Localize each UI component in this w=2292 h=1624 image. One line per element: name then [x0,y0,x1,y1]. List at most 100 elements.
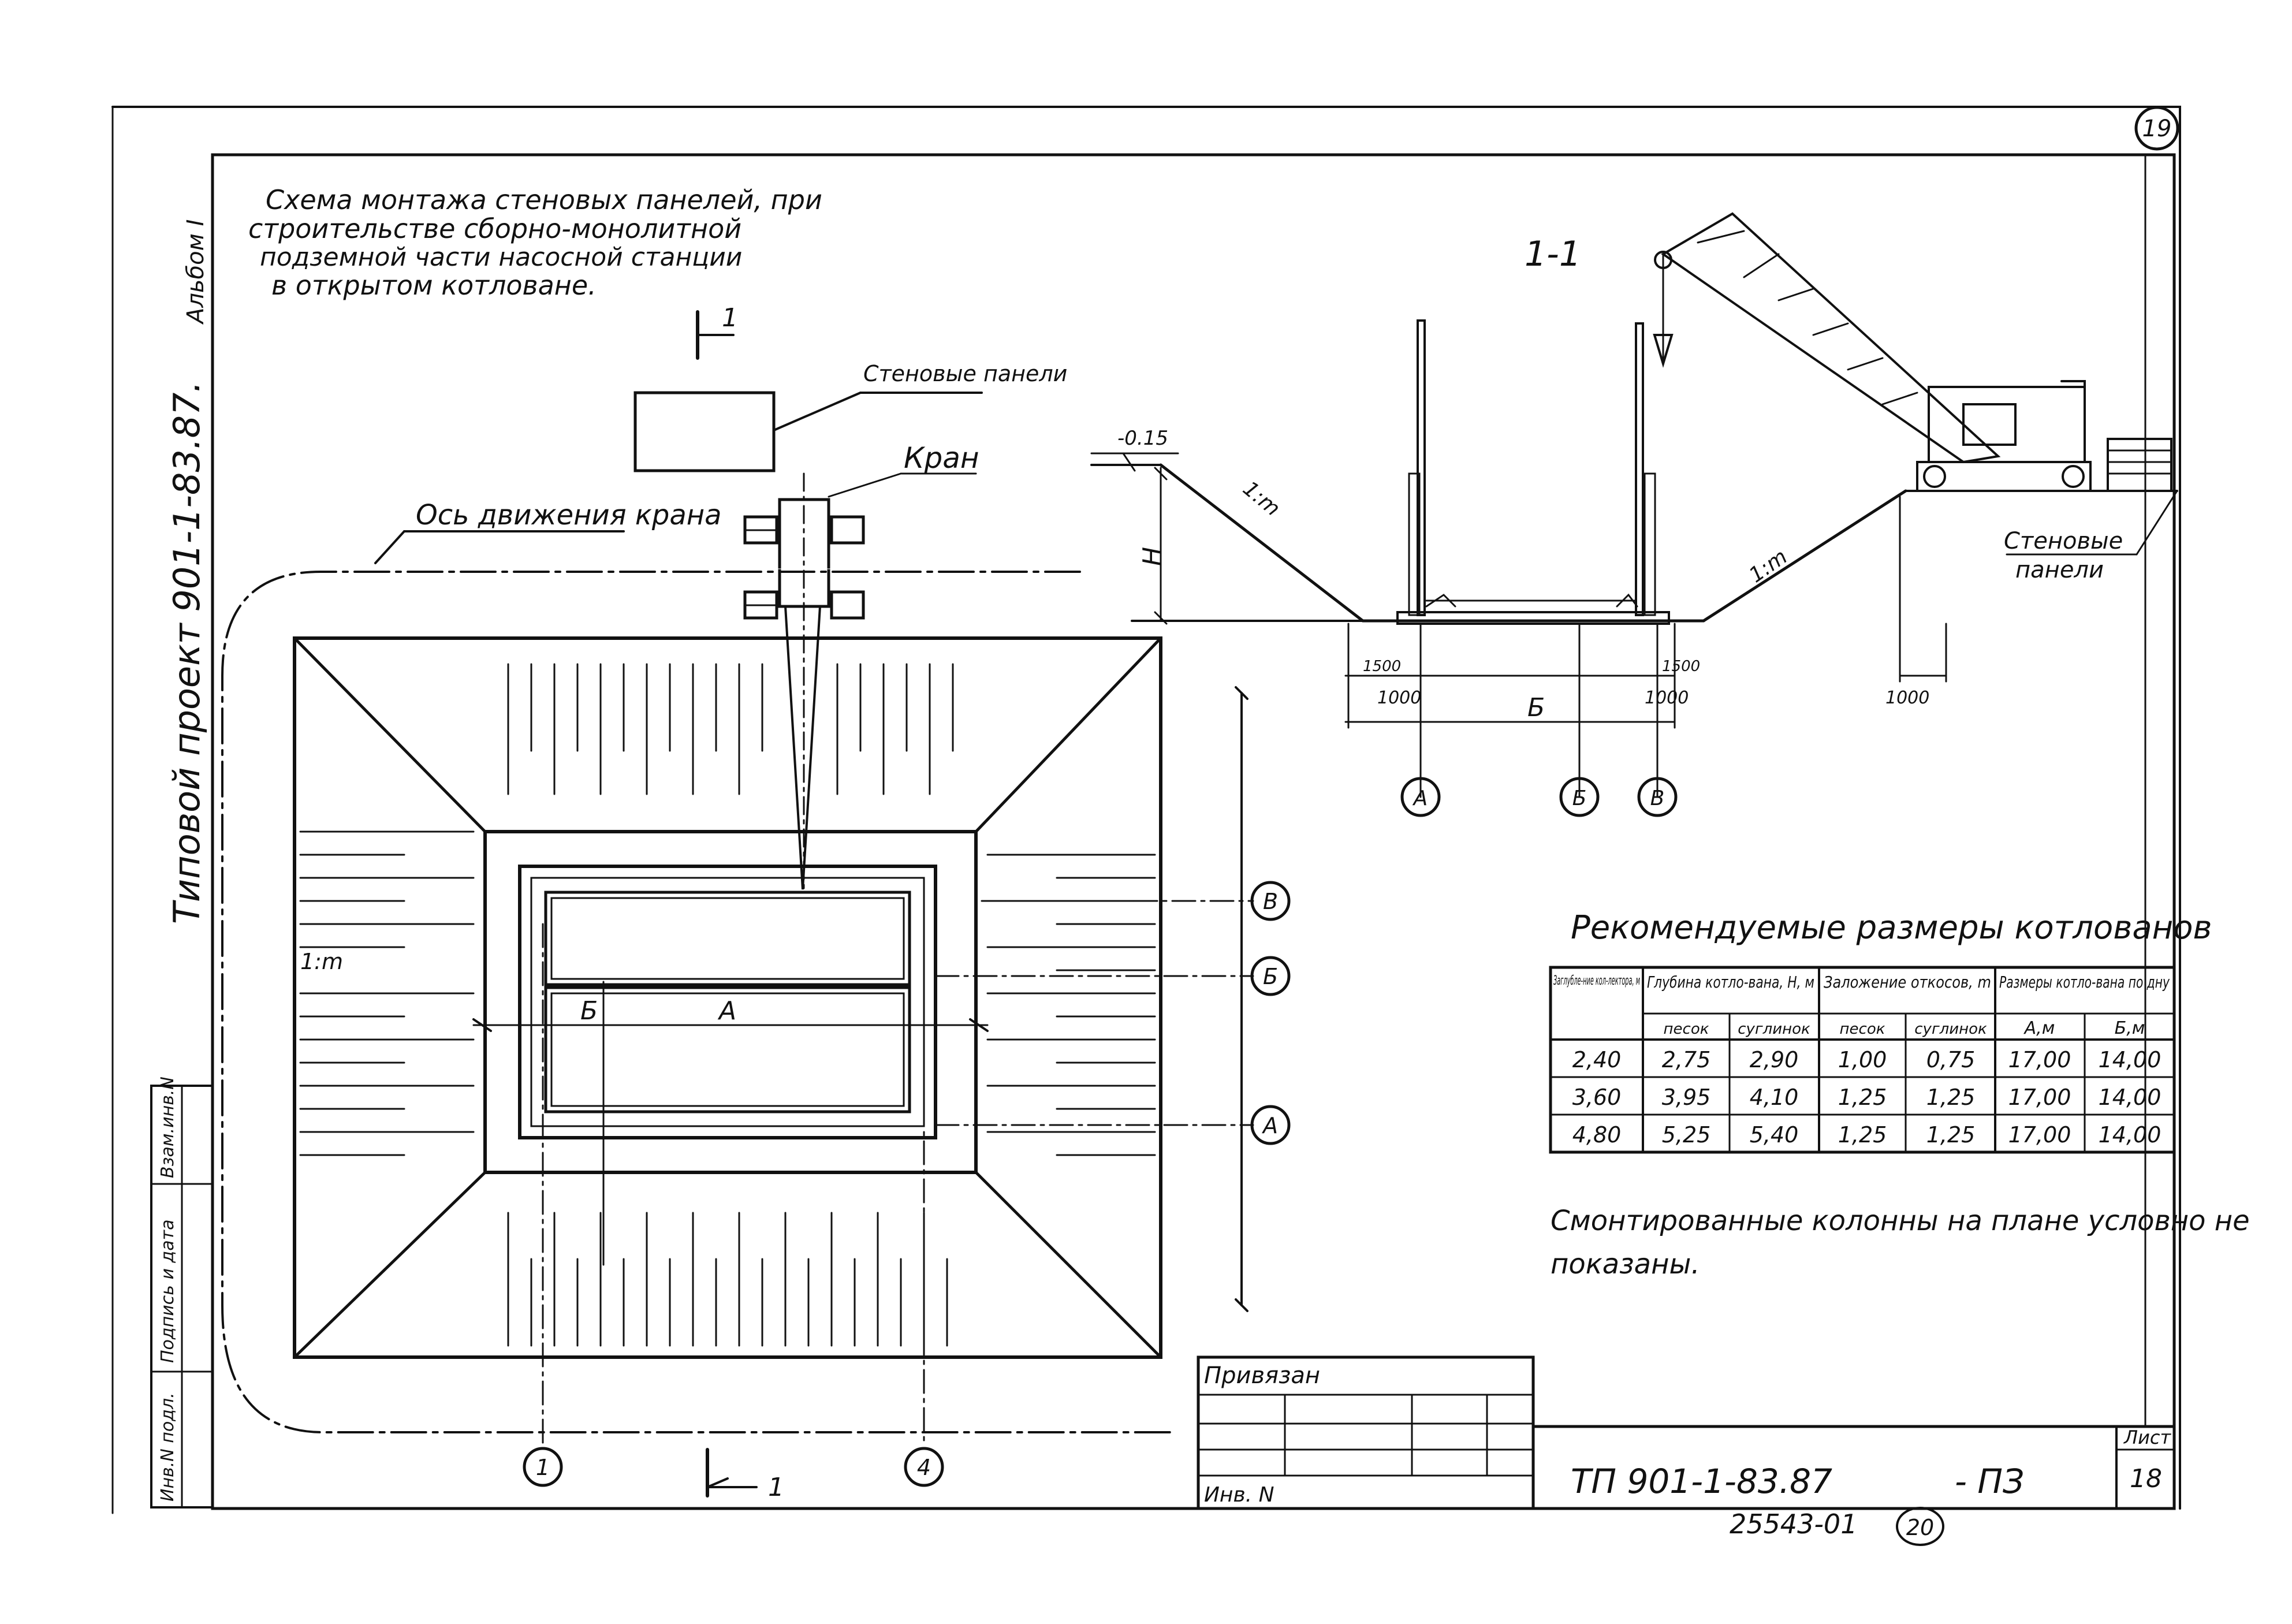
table-cell: 2,75 [1662,1047,1711,1072]
project-side-label: Типовой проект 901-1-83.87. [166,381,208,924]
plan-dim-a: А [717,996,736,1026]
table-sub-loam1: суглинок [1738,1020,1810,1038]
table-cell: 4,10 [1750,1085,1799,1110]
titleblock-code: ТП 901-1-83.87 [1571,1462,1832,1501]
section-h-label: H [1138,547,1167,566]
table-cell: 5,25 [1662,1122,1711,1148]
stamp-sign-label: Подпись и дата [158,1220,178,1364]
titleblock-sheet-no: 18 [2130,1464,2162,1493]
table-cell: 14,00 [2099,1122,2161,1148]
table-cell: 5,40 [1750,1122,1799,1148]
table-cell: 4,80 [1572,1122,1622,1148]
crane-axis-label: Ось движения крана [416,499,722,531]
axis-b-label: Б [1263,964,1278,989]
drawing-title-line3: подземной части насосной станции [260,243,742,272]
table-sub-loam2: суглинок [1914,1020,1987,1038]
slope-hatch-right [986,854,1156,1156]
titleblock-sheet-label: Лист [2123,1426,2171,1448]
slope-hatch-bottom [507,1212,948,1347]
table-sub-sand2: песок [1840,1020,1885,1038]
dim-1000-left: 1000 [1377,688,1421,708]
crane-plan [743,472,977,891]
table-cell: 1,25 [1838,1122,1887,1148]
titleblock-inv: Инв. N [1204,1483,1274,1507]
section-title: 1-1 [1525,234,1581,274]
axis-4-circle [904,1447,944,1487]
plan-slope-label: 1:m [300,949,343,974]
plan-axis-lines [542,900,1254,1445]
table-title: Рекомендуемые размеры котлованов [1571,909,2212,947]
section-mark-bottom: 1 [768,1473,784,1502]
dim-1000-far: 1000 [1885,688,1929,708]
titleblock-suffix: - ПЗ [1955,1462,2024,1501]
album-side-label: Альбом I [182,219,209,325]
pit-top-outline [293,636,1162,1359]
slope-hatch-top [507,663,954,795]
drawing-title-line4: в открытом котловане. [271,270,597,301]
table-cell: 1,25 [1926,1085,1976,1110]
table-cell: 1,25 [1838,1085,1887,1110]
table-header-col2: Глубина котло-вана, Н, м [1647,973,1814,992]
axis-v-circle [1250,881,1291,921]
section-slope-left: 1:m [1238,476,1284,520]
crane-section [1653,212,2172,492]
section-axis-b-circle [1559,777,1600,817]
station-structure-plan [518,865,937,1139]
section-slope-right: 1:m [1745,545,1792,588]
slope-hatch-left [299,830,475,1156]
table-grid [1549,966,2176,1154]
dim-1000-right: 1000 [1645,688,1689,708]
section-axis-v-circle [1637,777,1678,817]
stamp-inv-label: Инв.N подл. [158,1392,178,1502]
pit-bottom-outline [483,830,978,1174]
section-axis-a-circle [1400,777,1441,817]
table-header-col3: Заложение откосов, m [1824,973,1991,992]
dim-1500-left: 1500 [1363,658,1401,675]
section-axis-a-label: А [1413,787,1428,810]
note-line2: показаны. [1551,1248,1700,1280]
axis-1-circle [523,1447,563,1487]
section-level: -0.15 [1117,427,1168,450]
table-sub-b: Б,м [2115,1018,2145,1038]
title-block [1197,1355,2176,1546]
titleblock-bound: Привязан [1204,1362,1320,1389]
table-sub-sand1: песок [1664,1020,1709,1038]
stamp-replace-label: Взам.инв.N [158,1077,178,1178]
table-cell: 0,75 [1926,1047,1976,1072]
table-cell: 1,00 [1838,1047,1887,1072]
note-line1: Смонтированные колонны на плане условно … [1551,1205,2250,1237]
section-axis-v-label: В [1650,787,1665,810]
wall-panel-stack [633,391,776,472]
axis-b-circle [1250,956,1291,996]
titleblock-order-circle: 20 [1906,1515,1934,1540]
section-1-1 [1090,319,2178,817]
axis-a-label: А [1261,1113,1278,1138]
page-number-circle [2134,106,2179,151]
table-sub-a: А,м [2023,1018,2055,1038]
dim-1500-right: 1500 [1662,658,1700,675]
axis-a-circle [1250,1105,1291,1145]
table-cell: 17,00 [2008,1122,2071,1148]
table-cell: 1,25 [1926,1122,1976,1148]
plan-dim-b: Б [580,996,598,1026]
table-header-col1: Заглубле-ние кол-лектора, м [1553,974,1640,988]
crane-label: Кран [904,441,979,475]
drawing-title-line1: Схема монтажа стеновых панелей, при [266,184,822,215]
wall-panels-label-section-2: панели [2015,557,2104,583]
crane-axis-path [221,571,1173,1433]
table-cell: 2,90 [1750,1047,1799,1072]
table-cell: 14,00 [2099,1047,2161,1072]
wall-panels-label-section-1: Стеновые [2004,528,2123,554]
section-dim-b: Б [1527,693,1545,722]
wall-panels-label-plan: Стеновые панели [863,361,1067,386]
table-cell: 2,40 [1572,1047,1622,1072]
section-axis-b-label: Б [1572,787,1587,810]
table-cell: 17,00 [2008,1085,2071,1110]
axis-v-label: В [1263,889,1278,914]
page-number-text: 19 [2142,116,2172,142]
drawing-title-line2: строительстве сборно-монолитной [248,213,741,244]
table-header-col4: Размеры котло-вана по дну [1999,973,2170,992]
axis-4-label: 4 [917,1455,931,1480]
